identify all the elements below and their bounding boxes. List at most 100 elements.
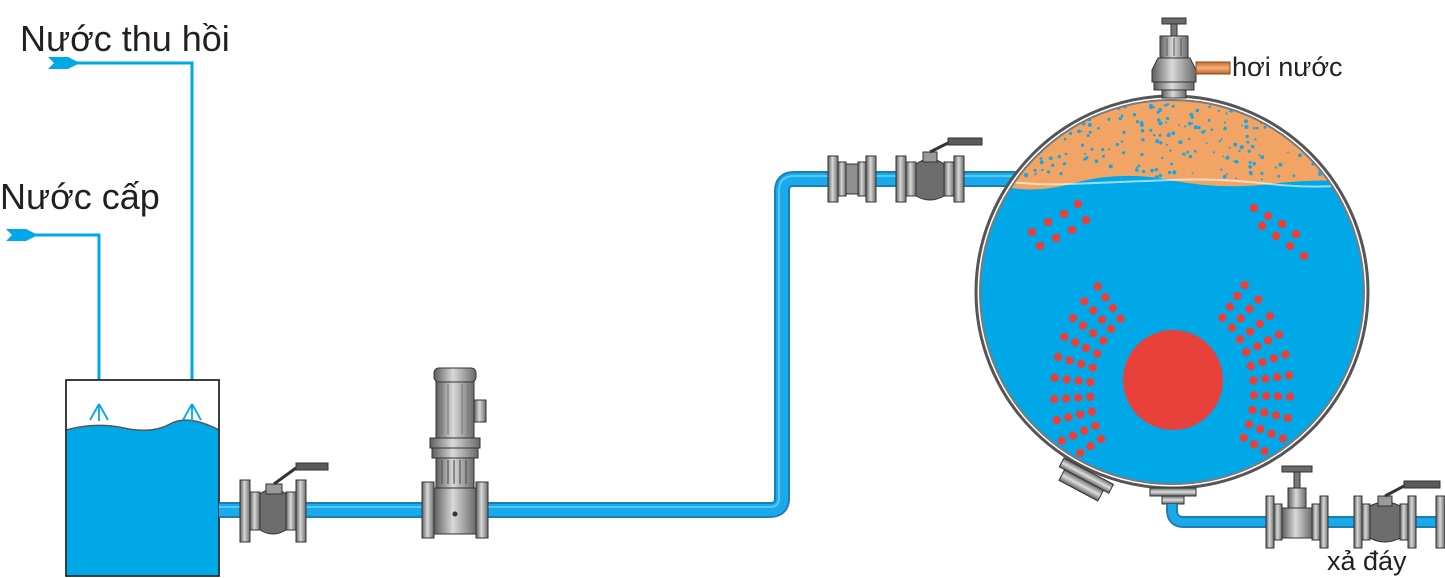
steam-outlet-valve-icon[interactable] (1151, 17, 1197, 99)
steam-bubble (1167, 133, 1171, 137)
fire-tube-dot (1281, 350, 1290, 359)
steam-bubble (1097, 126, 1100, 130)
fire-tube-dot (1088, 363, 1098, 372)
fire-tube-dot (1246, 361, 1256, 371)
steam-bubble (1244, 125, 1249, 129)
fire-tube-dot (1108, 303, 1118, 313)
steam-bubble (1059, 172, 1063, 176)
steam-bubble (1171, 104, 1175, 108)
steam-bubble (1014, 162, 1016, 165)
steam-bubble (1120, 114, 1124, 117)
steam-bubble (1250, 103, 1254, 107)
steam-bubble (1140, 152, 1144, 157)
fire-tube-dot (1257, 221, 1267, 231)
steam-bubble (1239, 145, 1244, 150)
steam-bubble (1084, 152, 1087, 155)
steam-bubble (1037, 127, 1040, 130)
steam-bubble (1201, 130, 1205, 134)
steam-bubble (1171, 131, 1176, 136)
steam-bubble (1080, 130, 1083, 133)
fire-tube-dot (1258, 358, 1267, 367)
blowdown-ball-valve-icon[interactable] (1353, 480, 1441, 549)
steam-bubble (1165, 143, 1168, 146)
check-valve-icon[interactable] (827, 155, 877, 203)
fire-tube-dot (1089, 306, 1098, 315)
fire-tube-dot (1091, 421, 1100, 430)
steam-bubble (1311, 122, 1316, 127)
steam-bubble (1064, 152, 1068, 156)
steam-bubble (1053, 128, 1058, 133)
steam-bubble (1039, 160, 1044, 165)
steam-bubble (1132, 113, 1137, 117)
fire-tube-dot (1245, 327, 1255, 336)
steam-bubble (1324, 148, 1329, 153)
fire-tube-dot (1255, 319, 1265, 328)
fire-tube-dot (1116, 314, 1125, 323)
steam-bubble (1051, 163, 1055, 167)
steam-bubble (1172, 170, 1177, 175)
blowdown-globe-valve-icon[interactable] (1265, 465, 1329, 549)
steam-bubble (1154, 175, 1159, 180)
feed-pump-icon[interactable] (421, 367, 489, 539)
steam-bubble (1277, 174, 1281, 178)
fire-tube-dot (1235, 335, 1245, 344)
steam-bubble (1101, 148, 1105, 152)
steam-bubble (1302, 106, 1306, 109)
steam-bubble (1323, 120, 1326, 123)
steam-bubble (1087, 108, 1090, 112)
steam-bubble (1252, 162, 1257, 166)
steam-bubble (1102, 154, 1105, 158)
steam-bubble (1263, 125, 1267, 129)
steam-bubble (1140, 123, 1144, 127)
steam-bubble (1234, 177, 1237, 180)
steam-bubble (1326, 166, 1331, 170)
fire-tube-dot (1080, 297, 1089, 306)
feed-water-tank (65, 379, 220, 577)
steam-bubble (1233, 142, 1238, 147)
steam-bubble (1158, 121, 1163, 126)
steam-bubble (1238, 149, 1241, 153)
return-water-line (66, 61, 194, 402)
steam-bubble (1121, 151, 1126, 155)
steam-bubble (1105, 100, 1109, 104)
inspection-port-icon (1058, 457, 1115, 502)
steam-bubble (1178, 140, 1183, 145)
steam-bubble (1122, 130, 1126, 134)
steam-bubble (1086, 134, 1090, 137)
drum-inlet-ball-valve-icon[interactable] (895, 137, 983, 203)
steam-bubble (1188, 137, 1191, 141)
fire-tube-dot (1285, 392, 1295, 401)
fire-tube-dot (1244, 420, 1254, 429)
fire-tube-dot (1101, 293, 1110, 302)
fire-tube-dot (1085, 392, 1095, 402)
fire-tube-dot (1249, 203, 1259, 213)
fire-tube-dot (1249, 376, 1258, 385)
steam-bubble (1026, 119, 1030, 122)
tank-outlet-ball-valve-icon[interactable] (239, 462, 329, 543)
fire-tube-dot (1062, 375, 1071, 384)
steam-bubble (1158, 173, 1163, 178)
steam-bubble (1010, 131, 1015, 135)
steam-bubble (1149, 128, 1153, 132)
fire-tube-dot (1096, 434, 1106, 444)
steam-bubble (1048, 108, 1051, 111)
fire-tube-dot (1263, 211, 1273, 221)
steam-bubble (1228, 146, 1231, 149)
steam-bubble (1135, 168, 1139, 172)
steam-bubble (1046, 118, 1050, 122)
fire-tube-dot (1067, 225, 1077, 235)
fire-tube-dot (1059, 209, 1069, 219)
steam-bubble (1159, 141, 1163, 145)
fire-tube-dot (1218, 313, 1227, 322)
steam-bubble (1241, 124, 1243, 127)
steam-bubble (1156, 111, 1160, 114)
steam-bubble (1319, 104, 1324, 109)
fire-tube-dot (1071, 338, 1080, 347)
steam-bubble (1295, 120, 1298, 123)
steam-bubble (1033, 168, 1037, 172)
fire-tube-dot (1078, 321, 1088, 330)
steam-bubble (1222, 155, 1224, 158)
steam-bubble (1187, 121, 1192, 126)
fire-tube-dot (1273, 372, 1282, 382)
steam-bubble (1141, 138, 1145, 142)
